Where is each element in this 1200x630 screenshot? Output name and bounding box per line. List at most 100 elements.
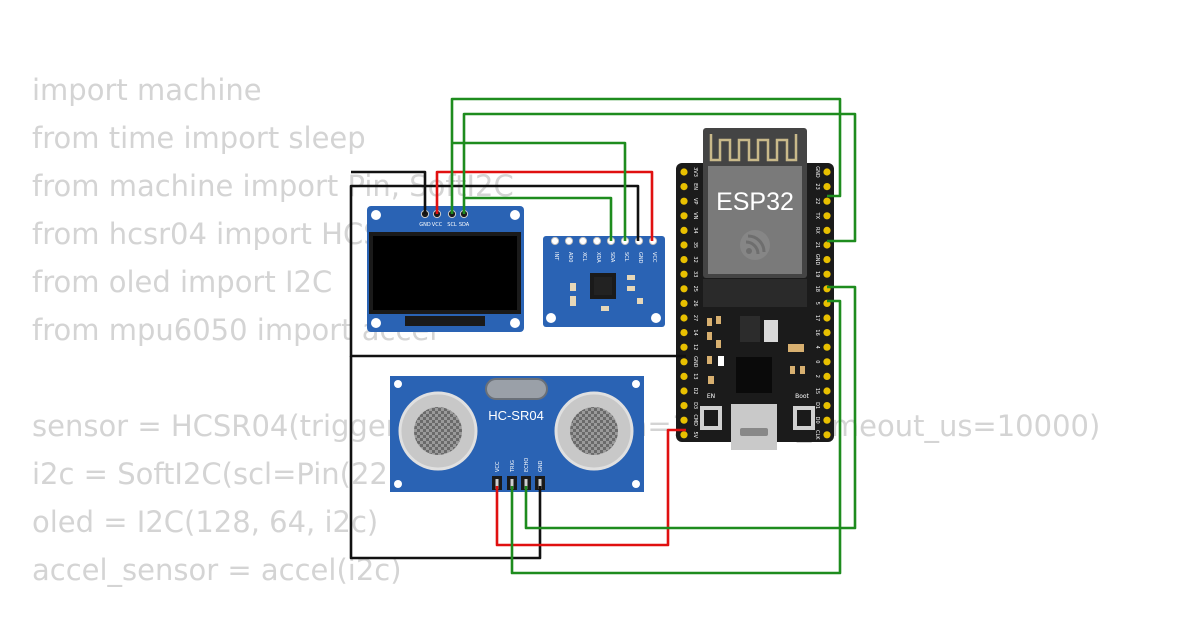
en-button[interactable] <box>704 410 718 426</box>
esp32-left-pin-label: D3 <box>692 402 698 409</box>
esp32-right-pin-label: 16 <box>814 329 820 335</box>
esp32-right-pin-label: 2 <box>814 375 820 378</box>
espressif-logo-icon <box>740 230 770 260</box>
esp32-right-pin[interactable] <box>823 387 831 395</box>
esp32-right-pin[interactable] <box>823 358 831 366</box>
mpu6050-pin[interactable] <box>550 236 560 246</box>
esp32-right-pin-label: 0 <box>814 360 820 363</box>
esp32-right-pin-label: 15 <box>814 388 820 394</box>
esp32-left-pin[interactable] <box>680 197 688 205</box>
esp32-right-pin[interactable] <box>823 197 831 205</box>
esp32-right-pin[interactable] <box>823 372 831 380</box>
esp32-left-pin[interactable] <box>680 416 688 424</box>
wires <box>349 97 857 575</box>
esp32-left-pin-label: 5V <box>692 431 698 438</box>
esp32-left-pin[interactable] <box>680 358 688 366</box>
esp32-left-pin[interactable] <box>680 372 688 380</box>
esp32-right-pin[interactable] <box>823 314 831 322</box>
esp32-right-pin[interactable] <box>823 270 831 278</box>
esp32-left-pin-label: 14 <box>692 329 698 335</box>
esp32-right-pin-label: GND <box>814 254 820 266</box>
code-line: import machine <box>32 73 262 107</box>
wire-oled-gnd <box>351 170 427 214</box>
esp32-title: ESP32 <box>716 188 794 216</box>
boot-button[interactable] <box>797 410 811 426</box>
oled-screen <box>373 236 517 310</box>
esp32-right-pin[interactable] <box>823 212 831 220</box>
hcsr04-pin-label: VCC <box>495 461 501 472</box>
esp32-left-pin-label: EN <box>692 183 698 190</box>
esp32-right-pin[interactable] <box>823 416 831 424</box>
hcsr04-title: HC-SR04 <box>488 408 544 423</box>
esp32-right-pin-label: 17 <box>814 315 820 321</box>
mpu6050-pin[interactable] <box>578 236 588 246</box>
esp32-left-pin-label: CMD <box>692 414 698 426</box>
mpu6050-pin[interactable] <box>592 236 602 246</box>
mpu6050-pin-label: SCL <box>623 252 629 262</box>
esp32-left-pin[interactable] <box>680 343 688 351</box>
esp32-right-pin-label: 22 <box>814 198 820 204</box>
wire-scl-mpu <box>452 141 627 241</box>
esp32-right-pin[interactable] <box>823 226 831 234</box>
esp32-left-pin-label: 34 <box>692 227 698 233</box>
esp32-right-pin[interactable] <box>823 343 831 351</box>
esp32-left-pin[interactable] <box>680 270 688 278</box>
esp32-left-pin[interactable] <box>680 431 688 439</box>
esp32-left-pin-label: GND <box>692 356 698 368</box>
esp32-right-pin[interactable] <box>823 256 831 264</box>
mpu6050-pin-label: INT <box>553 252 559 261</box>
esp32-left-pin[interactable] <box>680 299 688 307</box>
esp32-right-pin-label: 21 <box>814 242 820 248</box>
esp32-board: ESP32 EN Boot 3V3ENVPVN34353233252627141… <box>676 128 834 450</box>
esp32-left-pin[interactable] <box>680 387 688 395</box>
esp32-right-pin[interactable] <box>823 183 831 191</box>
esp32-right-pin-label: CLK <box>814 430 820 440</box>
crystal-oscillator <box>485 378 548 400</box>
esp32-left-pin[interactable] <box>680 256 688 264</box>
wire-gnd-loop <box>349 184 686 358</box>
wire-scl-oled <box>450 97 842 214</box>
mpu6050-pin[interactable] <box>564 236 574 246</box>
esp32-right-pin-label: D0 <box>814 417 820 424</box>
hcsr04-pin[interactable] <box>524 479 528 489</box>
esp32-right-pin-label: TX <box>814 212 820 220</box>
esp32-left-pin-label: 25 <box>692 286 698 292</box>
hcsr04-pin-label: ECHO <box>524 458 530 472</box>
antenna <box>709 134 798 162</box>
wire-trig <box>510 299 842 575</box>
esp32-right-pin-label: 18 <box>814 286 820 292</box>
hcsr04-pin-label: GND <box>538 460 544 472</box>
hcsr04-pin[interactable] <box>495 479 499 489</box>
esp32-right-pin[interactable] <box>823 329 831 337</box>
code-line: from time import sleep <box>32 121 366 155</box>
esp32-left-pin[interactable] <box>680 212 688 220</box>
oled-pin-label: SDA <box>459 222 470 228</box>
esp32-left-pin[interactable] <box>680 226 688 234</box>
en-label: EN <box>707 393 715 400</box>
esp32-left-pin[interactable] <box>680 168 688 176</box>
esp32-left-pin[interactable] <box>680 285 688 293</box>
esp32-left-pin[interactable] <box>680 183 688 191</box>
esp32-right-pin-label: RX <box>814 227 820 234</box>
mpu6050-pin-label: VCC <box>651 252 657 263</box>
esp32-right-pin[interactable] <box>823 402 831 410</box>
esp32-right-pin[interactable] <box>823 168 831 176</box>
esp32-left-pin[interactable] <box>680 329 688 337</box>
esp32-right-pin[interactable] <box>823 431 831 439</box>
esp32-left-pin[interactable] <box>680 241 688 249</box>
wire-vcc-hc <box>495 428 686 547</box>
esp32-left-pin[interactable] <box>680 314 688 322</box>
esp32-right-pin[interactable] <box>823 241 831 249</box>
usb-uart-chip <box>736 357 772 393</box>
esp32-left-pin-label: 12 <box>692 344 698 350</box>
esp32-left-pin-label: D2 <box>692 387 698 394</box>
hcsr04-pin[interactable] <box>538 479 542 489</box>
wire-sda-oled <box>462 112 857 243</box>
esp32-left-pin-label: 33 <box>692 271 698 277</box>
esp32-left-pin[interactable] <box>680 402 688 410</box>
hcsr04-pin[interactable] <box>510 479 514 489</box>
